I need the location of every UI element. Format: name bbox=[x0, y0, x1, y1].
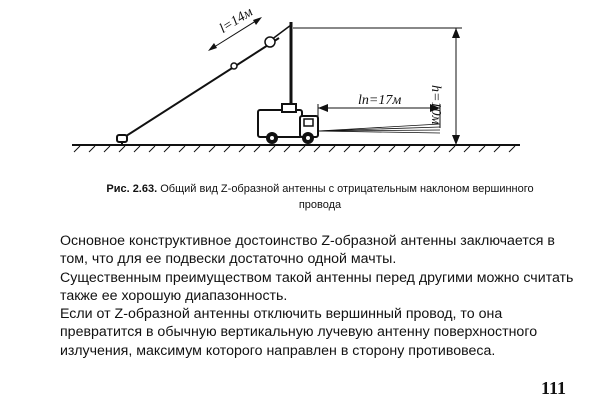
l-dim-line bbox=[210, 18, 260, 50]
mast-guy bbox=[270, 24, 292, 41]
pulley bbox=[264, 36, 276, 48]
paragraph-2: Существенным преимуществом такой антенны… bbox=[60, 269, 574, 304]
insulator-top bbox=[230, 62, 238, 70]
length-label-ln: lп=17м bbox=[358, 93, 402, 108]
antenna-figure: l=14м lп=17м h=10м bbox=[0, 0, 600, 178]
caption-text: Общий вид Z-образной антенны с отрицател… bbox=[160, 183, 534, 211]
top-wire bbox=[122, 37, 280, 139]
page-number: 111 bbox=[541, 378, 567, 398]
antenna-drawing bbox=[72, 17, 520, 153]
counterpoise-wires bbox=[317, 123, 441, 134]
figure-caption: Рис. 2.63. Общий вид Z-образной антенны … bbox=[85, 181, 555, 213]
paragraph-3: Если от Z-образной антенны отключить вер… bbox=[60, 306, 538, 359]
anchor-peg bbox=[116, 134, 128, 146]
h-arrow-top bbox=[452, 28, 460, 38]
ln-arrow-left bbox=[318, 104, 328, 112]
l-arrow-bottom bbox=[208, 43, 217, 51]
height-label-h: h=10м bbox=[428, 85, 443, 125]
paragraph-1: Основное конструктивное достоинство Z-об… bbox=[60, 233, 555, 268]
l-arrow-top bbox=[253, 17, 262, 25]
ln-arrow-right bbox=[430, 104, 440, 112]
vehicle bbox=[257, 103, 319, 138]
h-arrow-bottom bbox=[452, 135, 460, 145]
caption-label: Рис. 2.63. bbox=[106, 183, 158, 195]
ground-hatching bbox=[73, 145, 516, 153]
body-text: Основное конструктивное достоинство Z-об… bbox=[60, 232, 580, 360]
